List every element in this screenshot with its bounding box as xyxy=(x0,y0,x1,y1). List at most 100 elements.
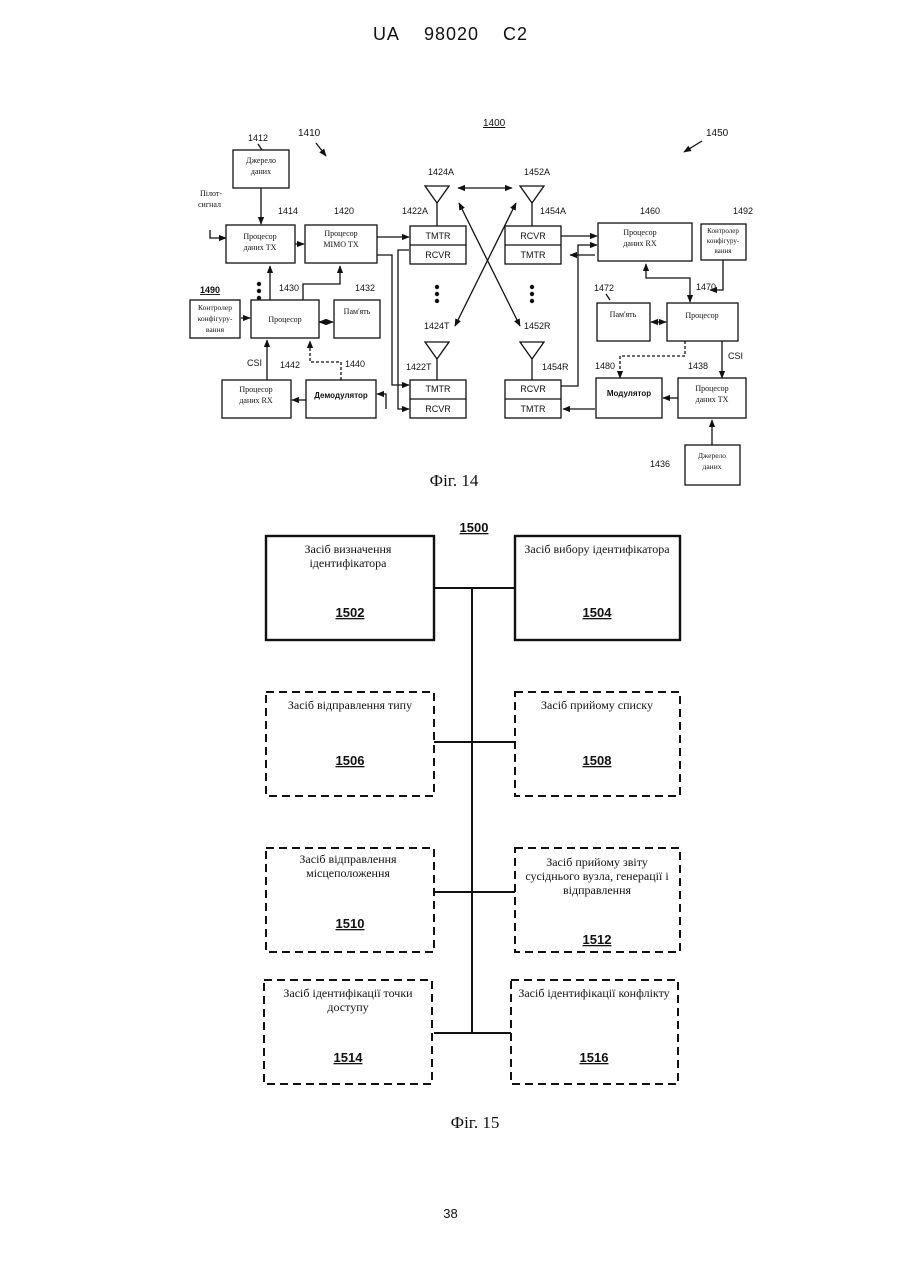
ref-1414: 1414 xyxy=(278,206,298,216)
block-1508-l1: Засіб прийому списку xyxy=(541,698,653,712)
block-1506-l1: Засіб відправлення типу xyxy=(288,698,412,712)
block-1460-l2: даних RX xyxy=(623,239,657,248)
block-1412-l1: Джерело xyxy=(246,156,276,165)
block-1454A-top: RCVR xyxy=(520,231,546,241)
block-1516-l1: Засіб ідентифікації конфлікту xyxy=(518,986,669,1000)
ref-1422T: 1422T xyxy=(406,362,432,372)
page-number: 38 xyxy=(0,1206,901,1221)
block-1516-ref: 1516 xyxy=(580,1050,609,1065)
ref-1490: 1490 xyxy=(200,285,220,295)
ref-1424A: 1424A xyxy=(428,167,454,177)
ref-1480: 1480 xyxy=(595,361,615,371)
block-1470 xyxy=(667,303,738,341)
block-1490-l1: Контролер xyxy=(198,303,232,312)
ref-1470: 1470 xyxy=(696,282,716,292)
ref-1472: 1472 xyxy=(594,283,614,293)
ref-1424T: 1424T xyxy=(424,321,450,331)
ref-1412: 1412 xyxy=(248,133,268,143)
block-1480-l1: Модулятор xyxy=(607,389,651,398)
block-1422T-top: TMTR xyxy=(426,384,451,394)
block-1414-l2: даних TX xyxy=(244,243,277,252)
pilot-label-1: Пілот- xyxy=(200,189,222,198)
block-1472-l1: Пам'ять xyxy=(610,310,637,319)
block-1438-l1: Процесор xyxy=(695,384,728,393)
fig14-leader-1450 xyxy=(684,141,702,152)
csi-right: CSI xyxy=(728,351,743,361)
block-1502-ref: 1502 xyxy=(336,605,365,620)
ref-1442: 1442 xyxy=(280,360,300,370)
block-1490-l3: вання xyxy=(206,325,225,334)
figure-14: 1400 1410 1450 1412 Джерело даних Пілот-… xyxy=(190,118,753,490)
ref-1438: 1438 xyxy=(688,361,708,371)
ref-1432: 1432 xyxy=(355,283,375,293)
block-1422A-bottom: RCVR xyxy=(425,250,451,260)
block-1436-l2: даних xyxy=(703,462,722,471)
ref-1420: 1420 xyxy=(334,206,354,216)
figure-15: 1500 Засіб визначення ідентифікатора З xyxy=(264,520,680,1132)
block-1510-ref: 1510 xyxy=(336,916,365,931)
block-1504-l1: Засіб вибору ідентифікатора xyxy=(524,542,670,556)
block-1514-ref: 1514 xyxy=(334,1050,364,1065)
ref-1452A: 1452A xyxy=(524,167,550,177)
ref-1422A: 1422A xyxy=(402,206,428,216)
block-1510-l2: місцеположення xyxy=(306,866,390,880)
block-1432 xyxy=(334,300,380,338)
fig15-ref-1500: 1500 xyxy=(460,520,489,535)
fig14-caption: Фіг. 14 xyxy=(430,471,479,490)
block-1490-l2: конфігуру- xyxy=(198,314,233,323)
block-1502-l1: Засіб визначення xyxy=(305,542,392,556)
pilot-label-2: сигнал xyxy=(198,200,221,209)
block-1512-l2: сусіднього вузла, генерації і xyxy=(525,869,669,883)
block-1442-l2: даних RX xyxy=(239,396,273,405)
block-1442-l1: Процесор xyxy=(239,385,272,394)
csi-left: CSI xyxy=(247,358,262,368)
block-1492-l2: конфігуру- xyxy=(707,237,740,245)
block-1414-l1: Процесор xyxy=(243,232,276,241)
ref-1440: 1440 xyxy=(345,359,365,369)
block-1454A-bottom: TMTR xyxy=(521,250,546,260)
block-1510-l1: Засіб відправлення xyxy=(299,852,397,866)
block-1422A-top: TMTR xyxy=(426,231,451,241)
antenna-1424T xyxy=(425,342,449,380)
block-1472 xyxy=(597,303,650,341)
block-1502-l2: ідентифікатора xyxy=(309,556,387,570)
antenna-1452R xyxy=(520,342,544,380)
ref-1454R: 1454R xyxy=(542,362,569,372)
fig14-ref-1400: 1400 xyxy=(483,118,506,129)
ref-1436: 1436 xyxy=(650,459,670,469)
block-1454R-top: RCVR xyxy=(520,384,546,394)
block-1420-l1: Процесор xyxy=(324,229,357,238)
fig15-caption: Фіг. 15 xyxy=(451,1113,500,1132)
block-1506-ref: 1506 xyxy=(336,753,365,768)
antenna-1424A xyxy=(425,186,449,226)
fig14-ref-1410: 1410 xyxy=(298,128,321,139)
block-1432-l1: Пам'ять xyxy=(344,307,371,316)
ref-1492: 1492 xyxy=(733,206,753,216)
ref-1452R: 1452R xyxy=(524,321,551,331)
block-1508-ref: 1508 xyxy=(583,753,612,768)
block-1504-ref: 1504 xyxy=(583,605,613,620)
block-1480 xyxy=(596,378,662,418)
block-1512-ref: 1512 xyxy=(583,932,612,947)
block-1420-l2: MIMO TX xyxy=(323,240,358,249)
ref-1430: 1430 xyxy=(279,283,299,293)
block-1514-l1: Засіб ідентифікації точки xyxy=(283,986,413,1000)
fig14-leader-1410 xyxy=(316,143,326,156)
ref-1460: 1460 xyxy=(640,206,660,216)
block-1492-l1: Контролер xyxy=(707,227,739,235)
block-1430-l1: Процесор xyxy=(268,315,301,324)
block-1460-l1: Процесор xyxy=(623,228,656,237)
block-1514-l2: доступу xyxy=(327,1000,368,1014)
block-1412-l2: даних xyxy=(251,167,271,176)
fig14-ref-1450: 1450 xyxy=(706,128,729,139)
ref-1454A: 1454A xyxy=(540,206,566,216)
block-1492-l3: вання xyxy=(714,247,732,255)
block-1422T-bottom: RCVR xyxy=(425,404,451,414)
block-1512-l3: відправлення xyxy=(563,883,632,897)
block-1454R-bottom: TMTR xyxy=(521,404,546,414)
block-1470-l1: Процесор xyxy=(685,311,718,320)
block-1436-l1: Джерело xyxy=(698,451,726,460)
block-1438-l2: даних TX xyxy=(696,395,729,404)
block-1440-l1: Демодулятор xyxy=(314,391,368,400)
